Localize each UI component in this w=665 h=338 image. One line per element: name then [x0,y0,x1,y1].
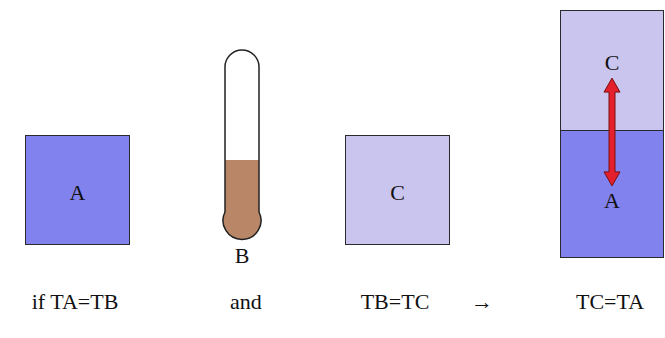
equation-label: TC=TA [576,290,644,314]
node-label: A [561,189,663,213]
node-label: B [218,244,266,268]
equation-label: if TA=TB [32,290,119,314]
thermometer-node: B [218,48,266,270]
system-box: A [25,135,130,245]
equation-label: and [230,290,262,314]
equation-label: → [471,290,493,314]
node-label: A [26,181,129,205]
equation-label: TB=TC [361,290,430,314]
thermometer-outline [223,50,261,239]
node-label: C [346,181,449,205]
system-box: C [345,135,450,245]
node-label: C [561,51,663,75]
